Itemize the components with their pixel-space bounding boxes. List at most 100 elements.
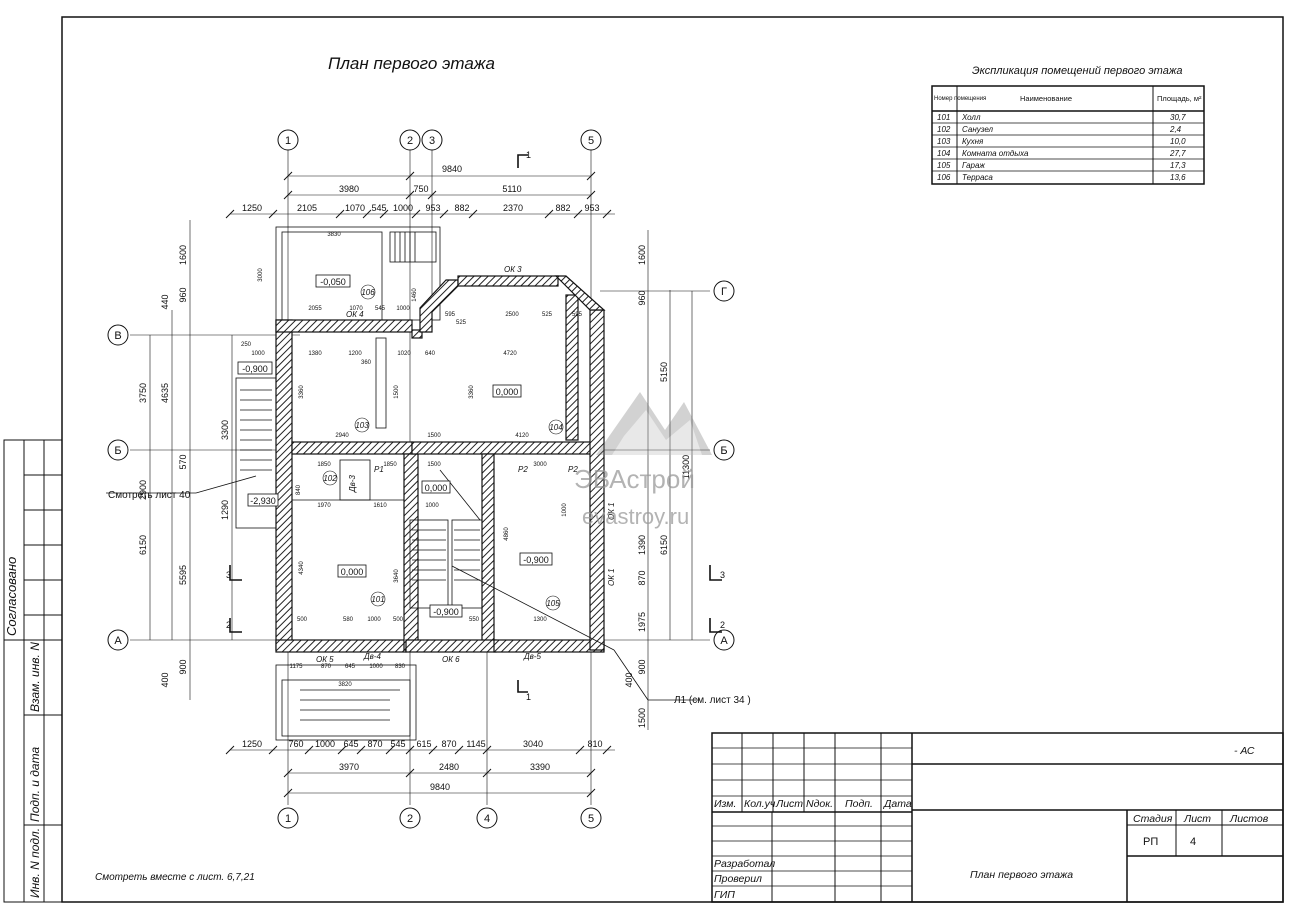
interior-dim: 1610 [373, 503, 387, 509]
dim-right: 1975 [637, 612, 647, 632]
interior-dim: 3820 [338, 682, 352, 688]
dimension-texts-left: 1600 440 960 3750 4635 3300 570 2900 129… [138, 245, 230, 688]
dim-top-total: 9840 [442, 164, 462, 174]
table-row-name: Санузел [962, 125, 994, 134]
interior-dim: 550 [469, 617, 480, 623]
dim-bottom: 3970 [339, 762, 359, 772]
interior-dim: 840 [296, 484, 302, 495]
interior-lines [106, 337, 700, 701]
dim-bottom: 3390 [530, 762, 550, 772]
axis-label: Б [720, 445, 727, 457]
title-block [711, 732, 1284, 903]
opening-label: ОК 6 [442, 655, 460, 664]
section-label: 3 [720, 570, 725, 580]
explication-header-name: Наименование [1020, 94, 1072, 103]
interior-dim: 4120 [515, 433, 529, 439]
dim-left: 900 [178, 659, 188, 674]
table-row-name: Комната отдыха [962, 149, 1029, 158]
table-row-area: 13,6 [1170, 173, 1186, 182]
dim-bottom: 760 [288, 739, 303, 749]
dim-bottom-total: 9840 [430, 782, 450, 792]
interior-dim: 1070 [349, 306, 363, 312]
interior-dim: 525 [456, 320, 467, 326]
interior-dim: 1000 [396, 306, 410, 312]
interior-dim: 1200 [348, 351, 362, 357]
section-label: 3 [226, 570, 231, 580]
axis-label: 1 [285, 135, 291, 147]
section-label: 1 [526, 150, 531, 160]
opening-label: ОК 5 [316, 655, 334, 664]
dim-bottom: 1145 [466, 739, 485, 749]
explication-header-area: Площадь, м² [1157, 94, 1202, 103]
dim-right: 1600 [637, 245, 647, 265]
dim-bottom: 1000 [315, 739, 335, 749]
side-label-replace: Взам. инв. N [28, 642, 42, 712]
dim-left: 960 [178, 287, 188, 302]
watermark-brand: ЭВАстрой [574, 464, 695, 494]
interior-dim: 3360 [469, 385, 475, 399]
room-number: 105 [546, 599, 560, 608]
interior-dim: 500 [393, 617, 404, 623]
interior-dim: 3000 [258, 268, 264, 282]
interior-dim: 595 [572, 312, 583, 318]
interior-dim: 545 [375, 306, 386, 312]
opening-label: Р2 [518, 465, 528, 474]
dim-top: 953 [584, 203, 599, 213]
dim-top: 953 [425, 203, 440, 213]
stamp-role: Проверил [714, 873, 762, 885]
section-note: Смотреть лист 40 [108, 490, 191, 501]
table-row-name: Терраса [962, 173, 993, 182]
dim-bottom: 810 [587, 739, 602, 749]
dim-bottom: 545 [390, 739, 405, 749]
interior-dim: 1300 [533, 617, 547, 623]
dimension-texts-right: 1600 960 5150 11300 1390 6150 870 1975 9… [624, 245, 691, 728]
interior-dim: 1000 [367, 617, 381, 623]
interior-dim: 1500 [394, 385, 400, 399]
stamp-stage-header: Листов [1229, 813, 1269, 825]
opening-label: ОК 1 [607, 502, 616, 520]
table-row-area: 10,0 [1170, 137, 1186, 146]
interior-dim: 595 [445, 312, 456, 318]
dim-left: 570 [178, 454, 188, 469]
interior-dim: 1000 [425, 503, 439, 509]
interior-dim: 645 [345, 664, 356, 670]
dim-bottom: 870 [367, 739, 382, 749]
table-row-num: 102 [937, 125, 951, 134]
axis-label: В [114, 330, 121, 342]
interior-dim: 1850 [317, 462, 331, 468]
interior-dim: 2055 [308, 306, 322, 312]
stamp-header: Дата [883, 798, 912, 810]
table-row-name: Кухня [962, 137, 984, 146]
table-row-num: 101 [937, 113, 950, 122]
dim-bottom: 1250 [242, 739, 262, 749]
explication-table [931, 85, 1205, 185]
stamp-sheet-number: 4 [1190, 836, 1196, 848]
interior-dim: 1970 [317, 503, 331, 509]
interior-dim: 870 [321, 664, 332, 670]
interior-dim: 1500 [427, 462, 441, 468]
opening-label: Р2 [568, 465, 578, 474]
interior-dim: 250 [241, 342, 252, 348]
dim-bottom: 615 [416, 739, 431, 749]
outer-frame [61, 16, 1284, 903]
stamp-stage: РП [1143, 836, 1158, 848]
level-mark: 0,000 [341, 567, 364, 577]
interior-dim: 4340 [299, 561, 305, 575]
interior-dim: 640 [425, 351, 436, 357]
axis-bubbles-top [107, 129, 735, 829]
stamp-code: - АС [1234, 745, 1255, 757]
interior-dim: 3640 [394, 569, 400, 583]
interior-dim: 1460 [412, 288, 418, 302]
axis-label: А [114, 635, 122, 647]
level-boxes [237, 274, 553, 618]
dim-right: 11300 [681, 455, 691, 479]
table-row-area: 27,7 [1169, 149, 1186, 158]
opening-label: Дв-5 [523, 652, 541, 661]
section-label: 2 [720, 620, 725, 630]
dim-left: 3750 [138, 383, 148, 403]
interior-dim: 3000 [533, 462, 547, 468]
opening-label: Р1 [374, 465, 384, 474]
axis-label: Г [721, 286, 727, 298]
stamp-role: ГИП [714, 889, 735, 901]
leader-note: Л1 (см. лист 34 ) [674, 695, 751, 706]
